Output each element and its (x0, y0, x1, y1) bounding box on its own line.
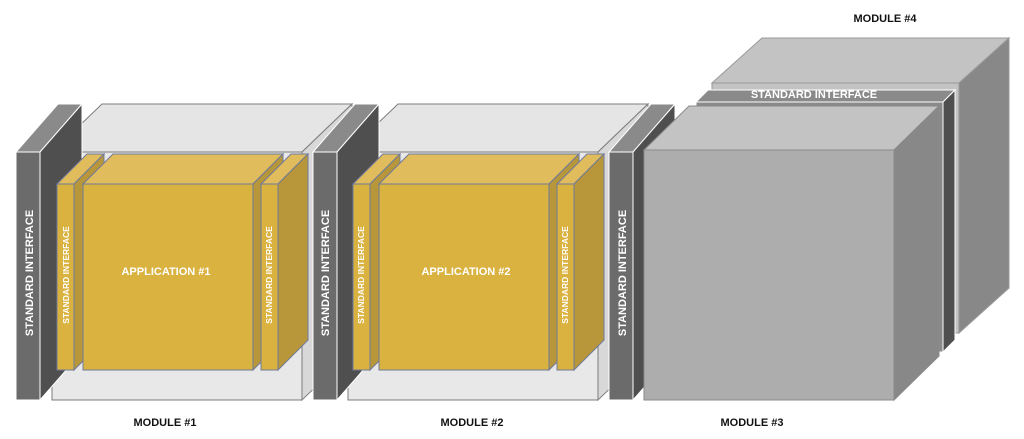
interface-label-inner-2a: STANDARD INTERFACE (356, 226, 366, 324)
interface-label-inner-1a: STANDARD INTERFACE (61, 226, 71, 324)
module-4-interface-side (942, 88, 956, 354)
interface-label-module-4: STANDARD INTERFACE (751, 89, 877, 101)
module-3-label: MODULE #3 (721, 417, 784, 429)
outer-interface-1-front (15, 151, 41, 401)
module-1-enclosure-top (50, 103, 354, 153)
module-3-cube-side (893, 104, 940, 402)
module-3-cube-front (643, 149, 895, 401)
inner-interface-2a-front (352, 183, 371, 371)
outer-interface-3-front (608, 151, 634, 401)
inner-interface-1b-side (277, 152, 309, 372)
module-2-label: MODULE #2 (441, 417, 504, 429)
application-1-box-top (81, 153, 285, 185)
outer-interface-2-front (312, 151, 338, 401)
module-3-cube-top (642, 105, 941, 151)
module-4-cube-side (958, 36, 1010, 335)
interface-label-inner-2b: STANDARD INTERFACE (560, 226, 570, 324)
interface-label-outer-1: STANDARD INTERFACE (24, 210, 36, 336)
inner-interface-2b-side (573, 152, 605, 372)
interface-label-outer-2: STANDARD INTERFACE (320, 210, 332, 336)
module-4-cube-top (710, 37, 1011, 84)
interface-label-inner-1b: STANDARD INTERFACE (264, 226, 274, 324)
application-2-box-top (377, 153, 581, 185)
inner-interface-2b-front (556, 183, 575, 371)
interface-label-outer-3: STANDARD INTERFACE (617, 210, 629, 336)
inner-interface-1a-front (56, 183, 75, 371)
module-2-enclosure-top (346, 103, 650, 153)
application-2-box-front (378, 183, 550, 371)
inner-interface-1b-front (260, 183, 279, 371)
module-1-label: MODULE #1 (134, 417, 197, 429)
application-1-label: APPLICATION #1 (121, 266, 210, 278)
application-1-box-front (82, 183, 254, 371)
application-2-label: APPLICATION #2 (421, 266, 510, 278)
module-4-label: MODULE #4 (854, 13, 918, 25)
